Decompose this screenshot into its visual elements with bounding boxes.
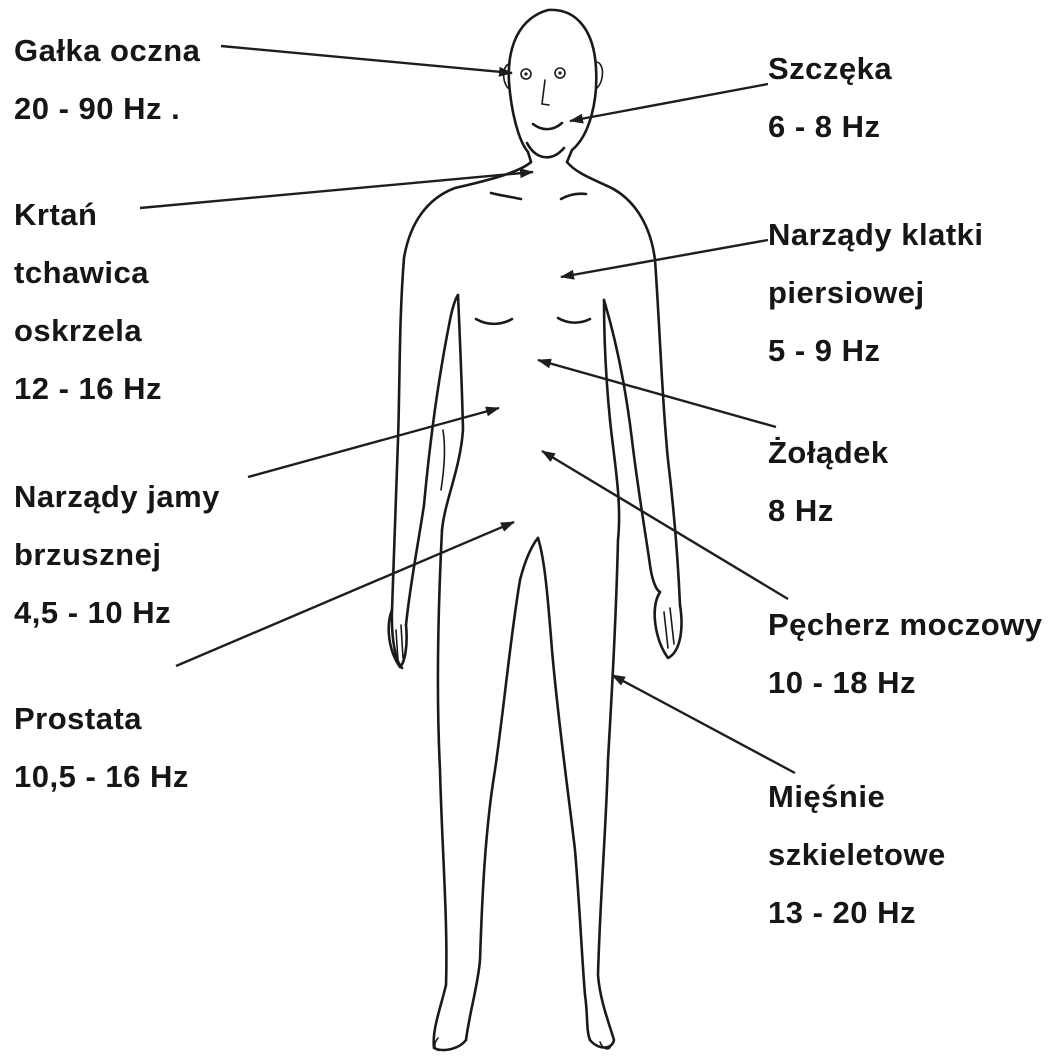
chin (527, 143, 564, 157)
muscles-range: 13 - 20 Hz (768, 884, 946, 942)
muscles-line1: Mięśnie (768, 768, 946, 826)
label-stomach: Żołądek 8 Hz (768, 424, 889, 540)
right-hand-fingers (664, 608, 674, 648)
label-eyeball: Gałka oczna 20 - 90 Hz . (14, 22, 200, 138)
larynx-line1: Krtań (14, 186, 162, 244)
arrow-bladder (542, 451, 788, 599)
abdomen-range: 4,5 - 10 Hz (14, 584, 220, 642)
label-prostate: Prostata 10,5 - 16 Hz (14, 690, 189, 806)
arrow-stomach (538, 360, 776, 427)
arrow-larynx (140, 172, 533, 208)
larynx-line3: oskrzela (14, 302, 162, 360)
right-collarbone (561, 194, 586, 199)
prostate-name: Prostata (14, 690, 189, 748)
jaw-range: 6 - 8 Hz (768, 98, 892, 156)
arrow-chest (561, 240, 768, 277)
right-leg-inner (538, 538, 590, 1040)
arrow-jaw (570, 84, 768, 121)
jaw-name: Szczęka (768, 40, 892, 98)
muscles-line2: szkieletowe (768, 826, 946, 884)
bladder-range: 10 - 18 Hz (768, 654, 1043, 712)
left-hip-mark (441, 430, 444, 490)
abdomen-line1: Narządy jamy (14, 468, 220, 526)
chest-line1: Narządy klatki (768, 206, 984, 264)
arrow-eyeball (221, 46, 512, 73)
head-left-side (509, 82, 531, 162)
left-torso (442, 295, 463, 530)
arrow-prostate (176, 522, 514, 666)
mouth (533, 123, 562, 129)
abdomen-line2: brzusznej (14, 526, 220, 584)
label-jaw: Szczęka 6 - 8 Hz (768, 40, 892, 156)
body-outline (389, 10, 682, 1050)
left-leg-inner (466, 538, 538, 1040)
label-bladder: Pęcherz moczowy 10 - 18 Hz (768, 596, 1043, 712)
nose (542, 80, 549, 105)
larynx-line2: tchawica (14, 244, 162, 302)
pointer-arrows (140, 46, 795, 773)
eyeball-range: 20 - 90 Hz . (14, 80, 200, 138)
chest-line2: piersiowej (768, 264, 984, 322)
bladder-name: Pęcherz moczowy (768, 596, 1043, 654)
right-chest-line (558, 318, 590, 323)
stomach-range: 8 Hz (768, 482, 889, 540)
label-larynx: Krtań tchawica oskrzela 12 - 16 Hz (14, 186, 162, 418)
left-arm-inner (406, 295, 458, 625)
prostate-range: 10,5 - 16 Hz (14, 748, 189, 806)
left-leg-outer (434, 530, 466, 1050)
label-skeletal-muscles: Mięśnie szkieletowe 13 - 20 Hz (768, 768, 946, 942)
left-chest-line (476, 319, 512, 324)
chest-range: 5 - 9 Hz (768, 322, 984, 380)
stomach-name: Żołądek (768, 424, 889, 482)
larynx-range: 12 - 16 Hz (14, 360, 162, 418)
label-chest-organs: Narządy klatki piersiowej 5 - 9 Hz (768, 206, 984, 380)
right-leg-outer (590, 420, 619, 1048)
left-collarbone (491, 193, 521, 199)
label-abdominal-organs: Narządy jamy brzusznej 4,5 - 10 Hz (14, 468, 220, 642)
eyeball-name: Gałka oczna (14, 22, 200, 80)
left-hand-fingers (396, 625, 403, 660)
